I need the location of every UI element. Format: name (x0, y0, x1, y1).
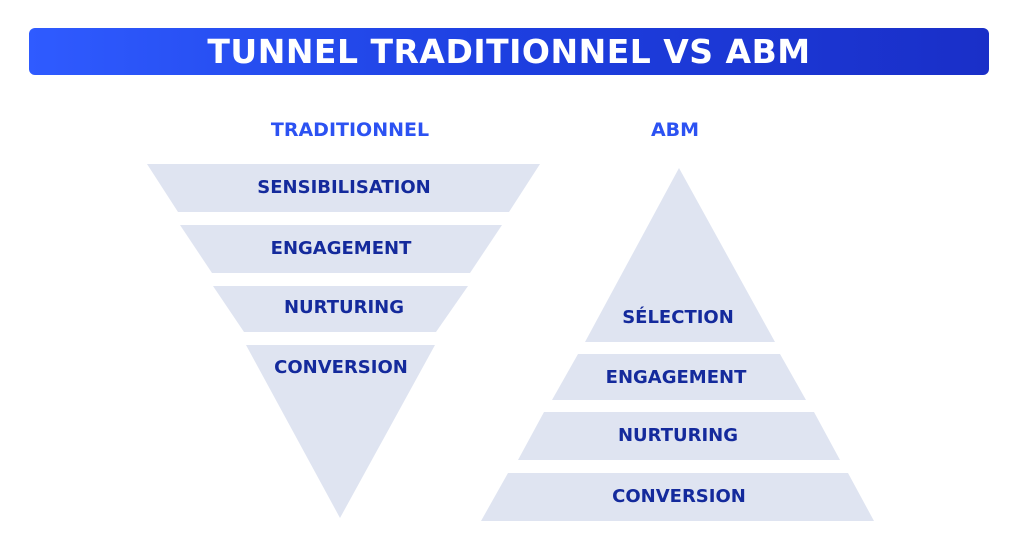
traditional-funnel (147, 164, 540, 518)
traditional-heading: TRADITIONNEL (270, 119, 430, 141)
abm-stage-2-label: ENGAGEMENT (605, 367, 747, 388)
traditional-stage-4-label: CONVERSION (274, 357, 408, 378)
abm-stage-4-label: CONVERSION (612, 486, 746, 507)
traditional-stage-2-shape (180, 225, 502, 273)
abm-stage-3-label: NURTURING (617, 425, 739, 446)
traditional-stage-4-shape (246, 345, 435, 518)
abm-pyramid (481, 168, 874, 521)
traditional-stage-3-shape (213, 286, 468, 332)
page-title: TUNNEL TRADITIONNEL VS ABM (207, 32, 811, 71)
traditional-stage-1-label: SENSIBILISATION (257, 177, 431, 198)
traditional-stage-1-shape (147, 164, 540, 212)
abm-stage-2-shape (552, 354, 806, 400)
abm-stage-3-shape (518, 412, 840, 460)
title-banner: TUNNEL TRADITIONNEL VS ABM (29, 28, 989, 75)
abm-heading: ABM (650, 119, 700, 141)
abm-stage-4-shape (481, 473, 874, 521)
traditional-stage-3-label: NURTURING (283, 297, 405, 318)
abm-stage-1-label: SÉLECTION (622, 307, 734, 328)
traditional-stage-2-label: ENGAGEMENT (270, 238, 412, 259)
abm-stage-1-shape (585, 168, 775, 342)
